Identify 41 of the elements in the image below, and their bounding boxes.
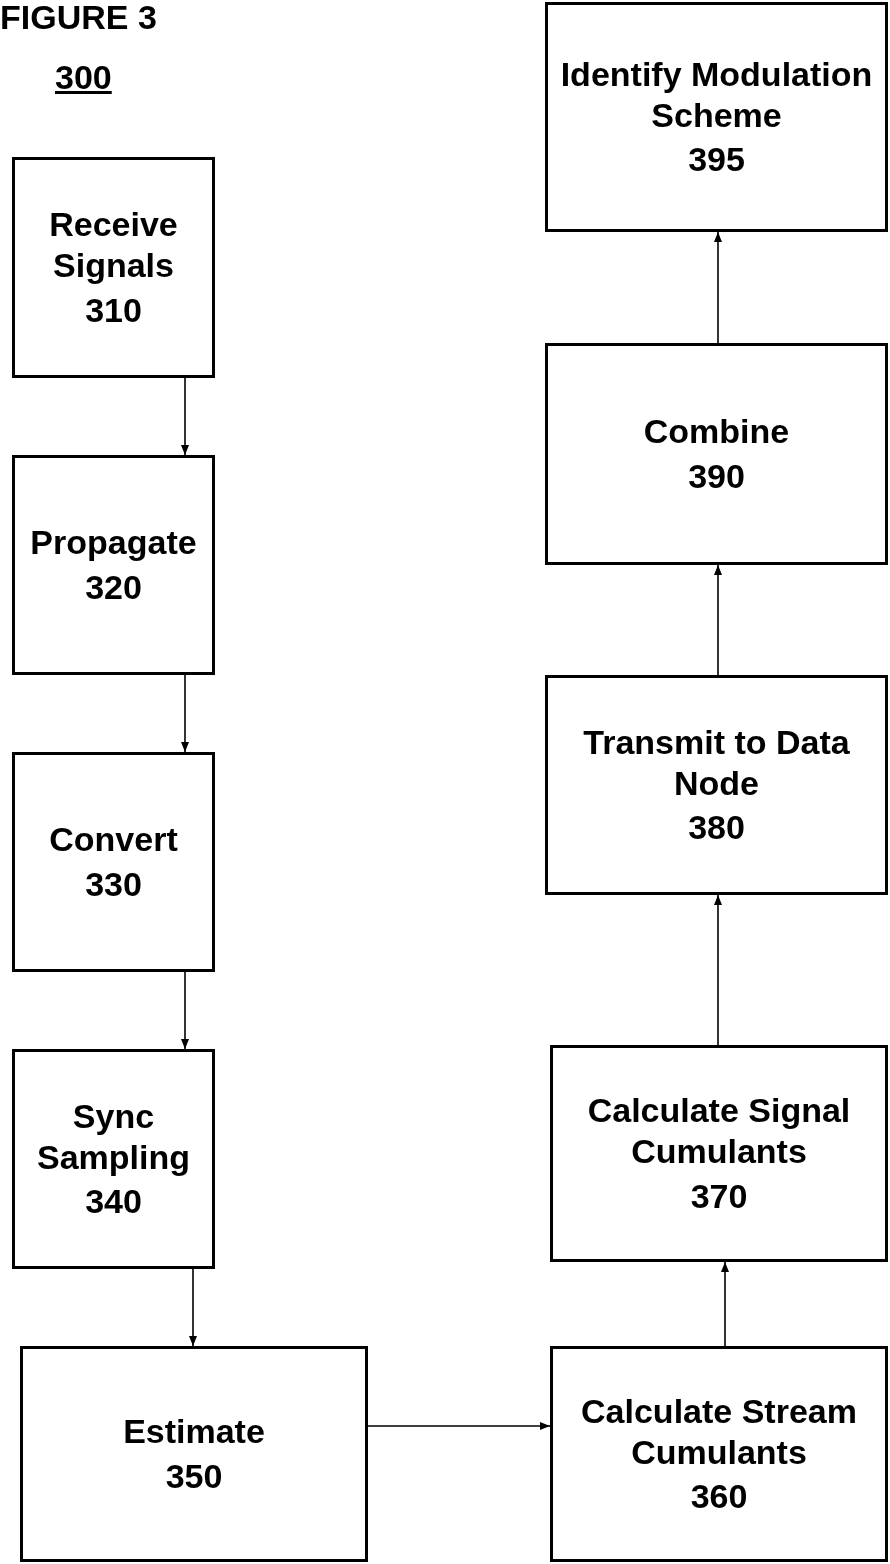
- step-number: 370: [690, 1175, 748, 1217]
- process-box: [550, 1346, 888, 1562]
- step-label: Propagate: [30, 522, 197, 563]
- step-label: Estimate: [123, 1411, 265, 1452]
- arrow: [721, 1261, 729, 1347]
- process-box: [12, 157, 215, 378]
- step-label: Transmit to Data Node: [582, 721, 851, 804]
- arrow: [181, 971, 189, 1050]
- process-box: [12, 1049, 215, 1269]
- arrow: [181, 674, 189, 753]
- reference-number: 300: [55, 60, 112, 94]
- arrow: [367, 1422, 551, 1430]
- arrow: [189, 1268, 197, 1347]
- process-box: [545, 675, 888, 895]
- step-number: 320: [85, 567, 142, 608]
- step-number: 340: [85, 1181, 142, 1223]
- arrow: [714, 894, 722, 1046]
- process-box: [20, 1346, 368, 1562]
- arrow: [714, 231, 722, 344]
- process-box: [545, 2, 888, 232]
- step-number: 330: [85, 864, 142, 905]
- arrow: [181, 377, 189, 456]
- process-box: [12, 455, 215, 675]
- step-label: Sync Sampling: [36, 1095, 191, 1178]
- step-number: 380: [688, 807, 745, 849]
- process-box: [12, 752, 215, 972]
- process-box: [545, 343, 888, 565]
- step-label: Calculate Signal Cumulants: [586, 1090, 852, 1172]
- step-label: Receive Signals: [48, 204, 179, 286]
- step-label: Identify Modulation Scheme: [559, 53, 874, 136]
- step-number: 390: [688, 456, 745, 497]
- arrow: [714, 564, 722, 676]
- step-number: 310: [85, 289, 142, 331]
- step-number: 360: [690, 1476, 748, 1518]
- step-number: 395: [688, 139, 745, 181]
- figure-title: FIGURE 3: [0, 0, 157, 34]
- process-box: [550, 1045, 888, 1262]
- step-label: Calculate Stream Cumulants: [580, 1390, 858, 1473]
- step-label: Combine: [643, 411, 790, 452]
- step-number: 350: [165, 1456, 223, 1497]
- step-label: Convert: [49, 819, 178, 860]
